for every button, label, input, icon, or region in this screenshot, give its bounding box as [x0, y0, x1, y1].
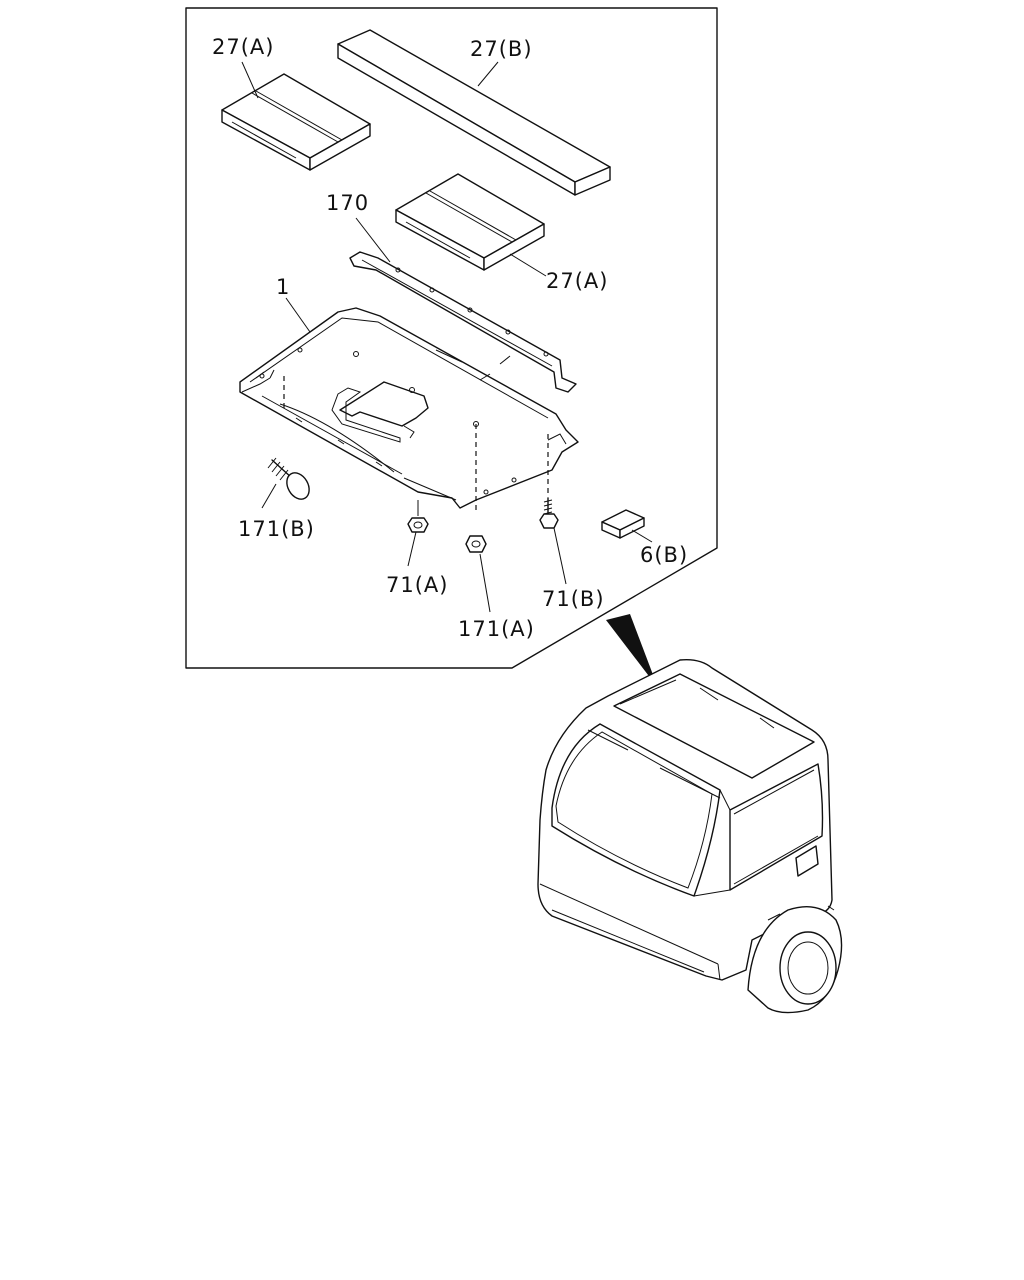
screw-71b — [539, 497, 559, 529]
label-170: 170 — [326, 191, 369, 215]
pad-27a-mid — [395, 173, 545, 271]
truck-cab — [537, 658, 843, 1014]
block-6b — [601, 509, 645, 539]
label-171b: 171(B) — [238, 517, 315, 541]
strip-27b — [337, 29, 611, 196]
headlining-panel-1 — [239, 307, 579, 509]
label-27a-top: 27(A) — [212, 35, 274, 59]
rail-170 — [349, 251, 577, 393]
label-27a-mid: 27(A) — [546, 269, 608, 293]
label-71b: 71(B) — [542, 587, 605, 611]
nut-71a — [407, 500, 429, 533]
clip-171a — [465, 535, 487, 553]
pad-27a-top — [221, 73, 371, 171]
inset-frame — [185, 7, 718, 669]
label-71a: 71(A) — [386, 573, 448, 597]
leader-lines — [241, 61, 653, 613]
pointer-arrow — [606, 614, 658, 688]
callout-labels: 27(A) 27(B) 170 27(A) 1 171(B) 71(A) 171… — [212, 35, 688, 641]
label-6b: 6(B) — [640, 543, 688, 567]
label-27b: 27(B) — [470, 37, 533, 61]
label-171a: 171(A) — [458, 617, 535, 641]
label-1: 1 — [276, 275, 290, 299]
clip-171b — [267, 457, 310, 500]
